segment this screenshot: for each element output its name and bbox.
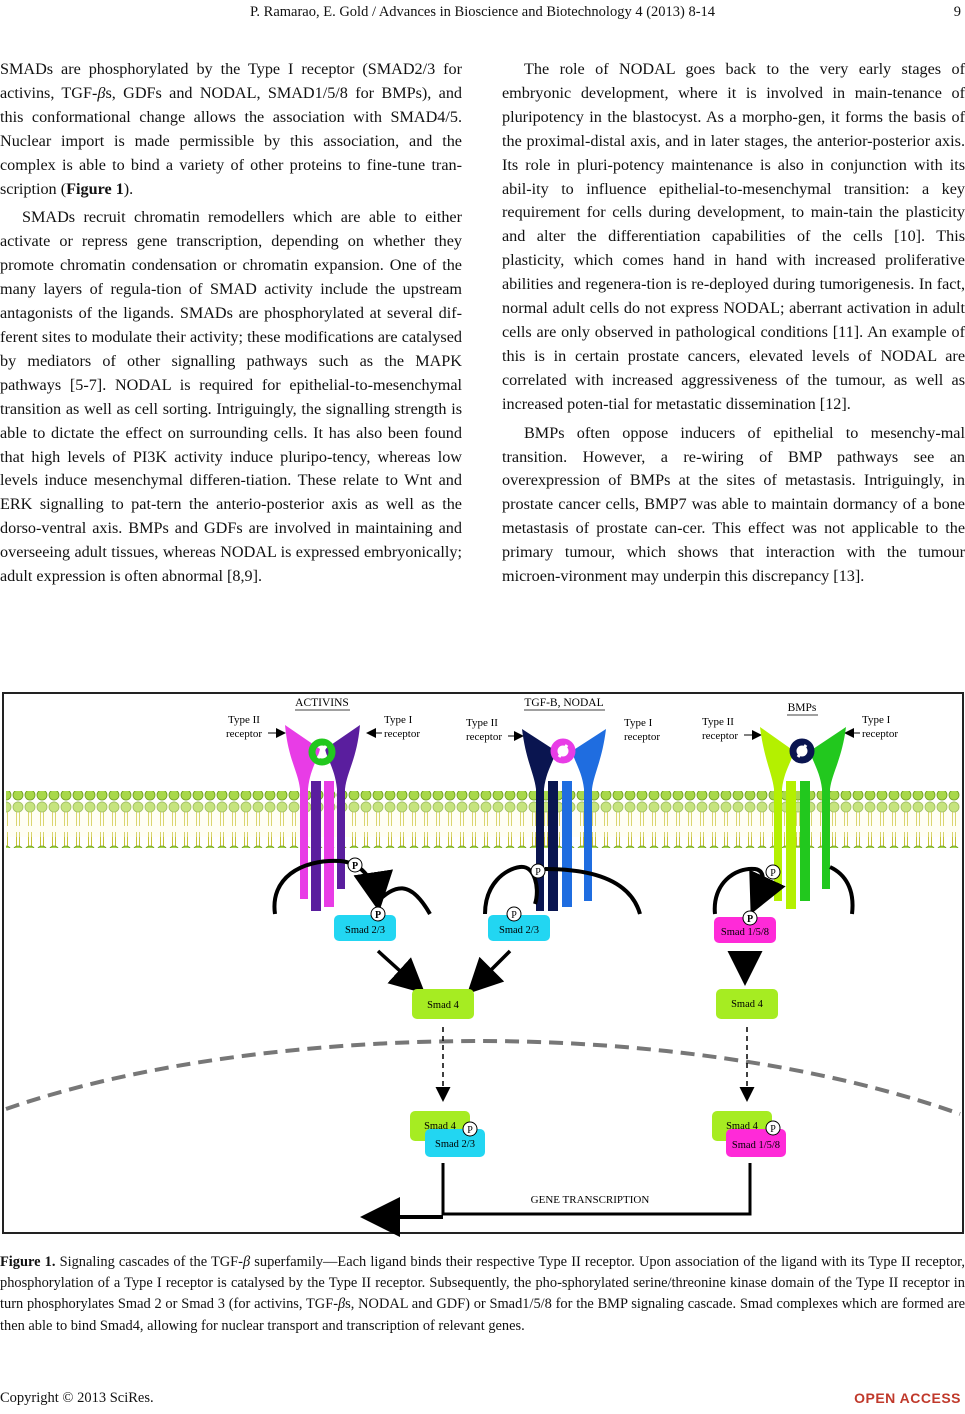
- svg-text:P: P: [352, 861, 358, 872]
- svg-text:Smad 4: Smad 4: [731, 999, 764, 1010]
- type-ii-label: Type II: [702, 716, 734, 728]
- paragraph: BMPs often oppose inducers of epithelial…: [502, 423, 965, 586]
- ligand-label-bmps: BMPs: [788, 702, 817, 714]
- type-ii-label: Type II: [228, 714, 260, 726]
- paragraph: SMADs are phosphorylated by the Type I r…: [0, 58, 462, 201]
- svg-text:Smad 4: Smad 4: [726, 1121, 759, 1132]
- bmp-receptor-complex: [760, 727, 846, 909]
- paragraph: The role of NODAL goes back to the very …: [502, 60, 965, 413]
- activin-receptor-complex: [285, 725, 360, 911]
- svg-text:Smad 1/5/8: Smad 1/5/8: [721, 927, 769, 938]
- type-ii-label: Type II: [466, 717, 498, 729]
- journal-citation: P. Ramarao, E. Gold / Advances in Biosci…: [249, 4, 716, 20]
- phospho-marker: P: [765, 864, 781, 880]
- phospho-marker: P: [530, 863, 546, 879]
- paragraph: SMADs recruit chromatin remodellers whic…: [0, 208, 462, 586]
- type-i-label: Type I: [862, 714, 891, 726]
- beta-symbol: β: [242, 1254, 251, 1270]
- phosphorylation-arrow: [272, 858, 394, 915]
- smad158-box: Smad 1/5/8 P: [714, 910, 776, 943]
- figure-caption: Figure 1. Signaling cascades of the TGF-…: [0, 1252, 965, 1337]
- svg-text:Smad 2/3: Smad 2/3: [499, 925, 539, 936]
- svg-text:P: P: [511, 910, 517, 921]
- type-i-label: Type I: [384, 714, 413, 726]
- svg-text:P: P: [747, 914, 753, 925]
- tgfb-receptor-complex: [522, 729, 606, 911]
- copyright: Copyright © 2013 SciRes.: [0, 1390, 154, 1406]
- svg-text:P: P: [467, 1125, 473, 1136]
- ligand-label-activins: ACTIVINS: [295, 697, 349, 709]
- svg-text:Smad 2/3: Smad 2/3: [345, 925, 385, 936]
- smad4-box: Smad 4: [716, 989, 778, 1019]
- text-run: s, GDFs and NODAL, SMAD1/5/8 for BMPs), …: [0, 83, 463, 198]
- beta-symbol: β: [97, 83, 106, 102]
- page-number: 9: [953, 4, 961, 20]
- nuclear-complex-smad4-smad23: Smad 4 Smad 2/3 P: [410, 1111, 485, 1157]
- ligand-label-tgfb-nodal: TGF-B, NODAL: [524, 697, 603, 709]
- svg-text:Smad 2/3: Smad 2/3: [435, 1139, 475, 1150]
- svg-text:P: P: [770, 1124, 776, 1135]
- svg-text:P: P: [535, 867, 541, 878]
- type-i-label: Type I: [624, 717, 653, 729]
- svg-text:Smad 1/5/8: Smad 1/5/8: [732, 1140, 780, 1151]
- text-run: superfamily—Each ligand binds their resp…: [0, 1254, 965, 1313]
- text-run: s, NODAL and GDF) or Smad1/5/8 for the B…: [0, 1296, 965, 1334]
- receptor-label: receptor: [624, 731, 660, 743]
- phospho-marker: P: [347, 857, 363, 873]
- smad23-box: Smad 2/3 P: [488, 906, 550, 941]
- caption-label: Figure 1.: [0, 1254, 56, 1270]
- signaling-diagram: ACTIVINS TGF-B, NODAL BMPs Type II recep…: [2, 692, 964, 1237]
- smad4-box: Smad 4: [412, 989, 474, 1019]
- nuclear-envelope: [5, 1038, 961, 1116]
- gene-transcription-label: GENE TRANSCRIPTION: [531, 1194, 650, 1206]
- receptor-label: receptor: [466, 731, 502, 743]
- receptor-label: receptor: [384, 728, 420, 740]
- left-column: SMADs are phosphorylated by the Type I r…: [0, 58, 462, 589]
- text-run: ).: [123, 179, 134, 198]
- right-column: The role of NODAL goes back to the very …: [502, 58, 965, 589]
- nuclear-complex-smad4-smad158: Smad 4 Smad 1/5/8 P: [712, 1111, 786, 1157]
- svg-text:P: P: [375, 910, 381, 921]
- text-run: SMADs are phosphorylated by the Type I r…: [0, 60, 462, 102]
- svg-text:Smad 4: Smad 4: [424, 1121, 457, 1132]
- receptor-label: receptor: [702, 730, 738, 742]
- svg-text:P: P: [770, 868, 776, 879]
- receptor-label: receptor: [226, 728, 262, 740]
- smad23-box: Smad 2/3 P: [334, 906, 396, 941]
- figure-reference-link[interactable]: Figure 1: [66, 179, 124, 198]
- running-header: P. Ramarao, E. Gold / Advances in Biosci…: [0, 4, 965, 26]
- text-run: Signaling cascades of the TGF-: [55, 1254, 243, 1270]
- open-access-badge: OPEN ACCESS: [854, 1390, 961, 1406]
- figure-1: ACTIVINS TGF-B, NODAL BMPs Type II recep…: [0, 689, 965, 1237]
- svg-text:Smad 4: Smad 4: [427, 1000, 460, 1011]
- beta-symbol: β: [338, 1296, 346, 1313]
- receptor-label: receptor: [862, 728, 898, 740]
